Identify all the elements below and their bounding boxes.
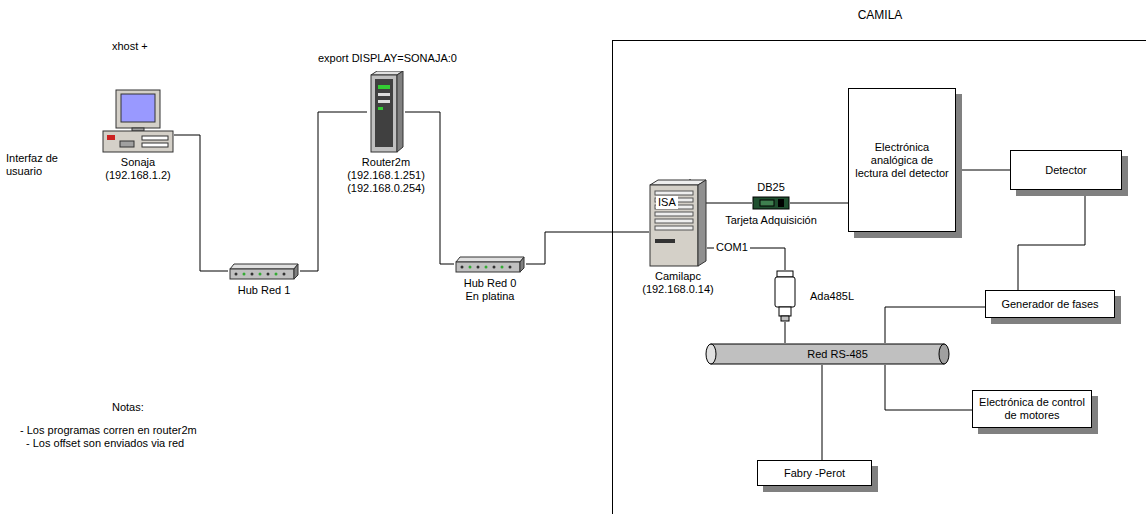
server-icon [649,179,707,267]
node-text: Electrónica de control de motores [978,396,1086,422]
device-node: Sonaja(192.168.1.2) [98,88,178,182]
network-link [885,307,985,343]
bus-cylinder: Red RS-485 [705,343,950,365]
network-link [956,170,1010,171]
db25-icon [752,195,790,211]
node-text: Router2m [362,156,410,169]
router-icon [367,71,405,153]
node-text: Generador de fases [1001,298,1098,311]
port-label: COM1 [714,241,750,254]
node-text: Ada485L [810,290,854,303]
note-text: Notas: [112,401,144,414]
process-box: Fabry -Perot [757,460,872,486]
ada-drawing [772,270,798,322]
node-text: Sonaja [121,156,155,169]
node-text: (192.168.1.251) [347,169,425,182]
network-link [790,203,848,204]
node-text: Camilapc [655,270,701,283]
hub-icon [228,263,300,281]
port-label: ISA [656,196,678,209]
network-link [174,135,228,271]
device-node: Router2m(192.168.1.251)(192.168.0.254) [336,70,436,195]
note-text: - Los programas corren en router2m [20,424,197,437]
network-link [1018,190,1085,290]
ada-icon [772,270,798,322]
network-link [822,365,823,460]
command-note: xhost + [112,40,148,53]
note-text: - Los offset son enviados via red [26,437,184,450]
device-node: Hub Red 1 [222,262,306,297]
node-text: (192.168.0.254) [347,182,425,195]
computer-icon [102,89,174,153]
node-text: Hub Red 0 [464,277,517,290]
device-node: Hub Red 0En platina [445,255,535,303]
hub-drawing [228,263,300,281]
network-link [885,365,972,410]
process-box: Generador de fases [985,290,1115,318]
node-text: Red RS-485 [807,348,868,361]
network-link [526,232,649,264]
node-text: CAMILA [613,9,1146,22]
device-node: Ada485L [772,270,854,322]
process-box: Electrónica de control de motores [972,390,1092,428]
device-node: Camilapc(192.168.0.14) [636,178,720,296]
node-text: (192.168.0.14) [642,283,714,296]
server-drawing [649,179,707,267]
system-boundary: CAMILACamilapc(192.168.0.14)DB25Tarjeta … [612,40,1146,514]
note-text: Interfaz de usuario [6,152,84,178]
node-text: Hub Red 1 [238,284,291,297]
hub-drawing [454,256,526,274]
db25-drawing [752,195,790,211]
command-note: export DISPLAY=SONAJA:0 [318,52,457,65]
node-text: (192.168.1.2) [105,169,170,182]
hub-icon [454,256,526,274]
node-text: DB25 [757,181,785,194]
router-drawing [367,71,405,153]
device-node: DB25Tarjeta Adquisición [714,181,828,227]
network-link [785,322,786,343]
node-text: En platina [466,290,515,303]
process-box: Detector [1010,150,1122,190]
computer-drawing [102,89,174,153]
node-text: Fabry -Perot [784,467,845,480]
process-box: Electrónica analógica de lectura del det… [848,88,956,232]
node-text: Electrónica analógica de lectura del det… [854,141,950,180]
node-text: Tarjeta Adquisición [725,214,817,227]
node-text: Detector [1045,164,1087,177]
